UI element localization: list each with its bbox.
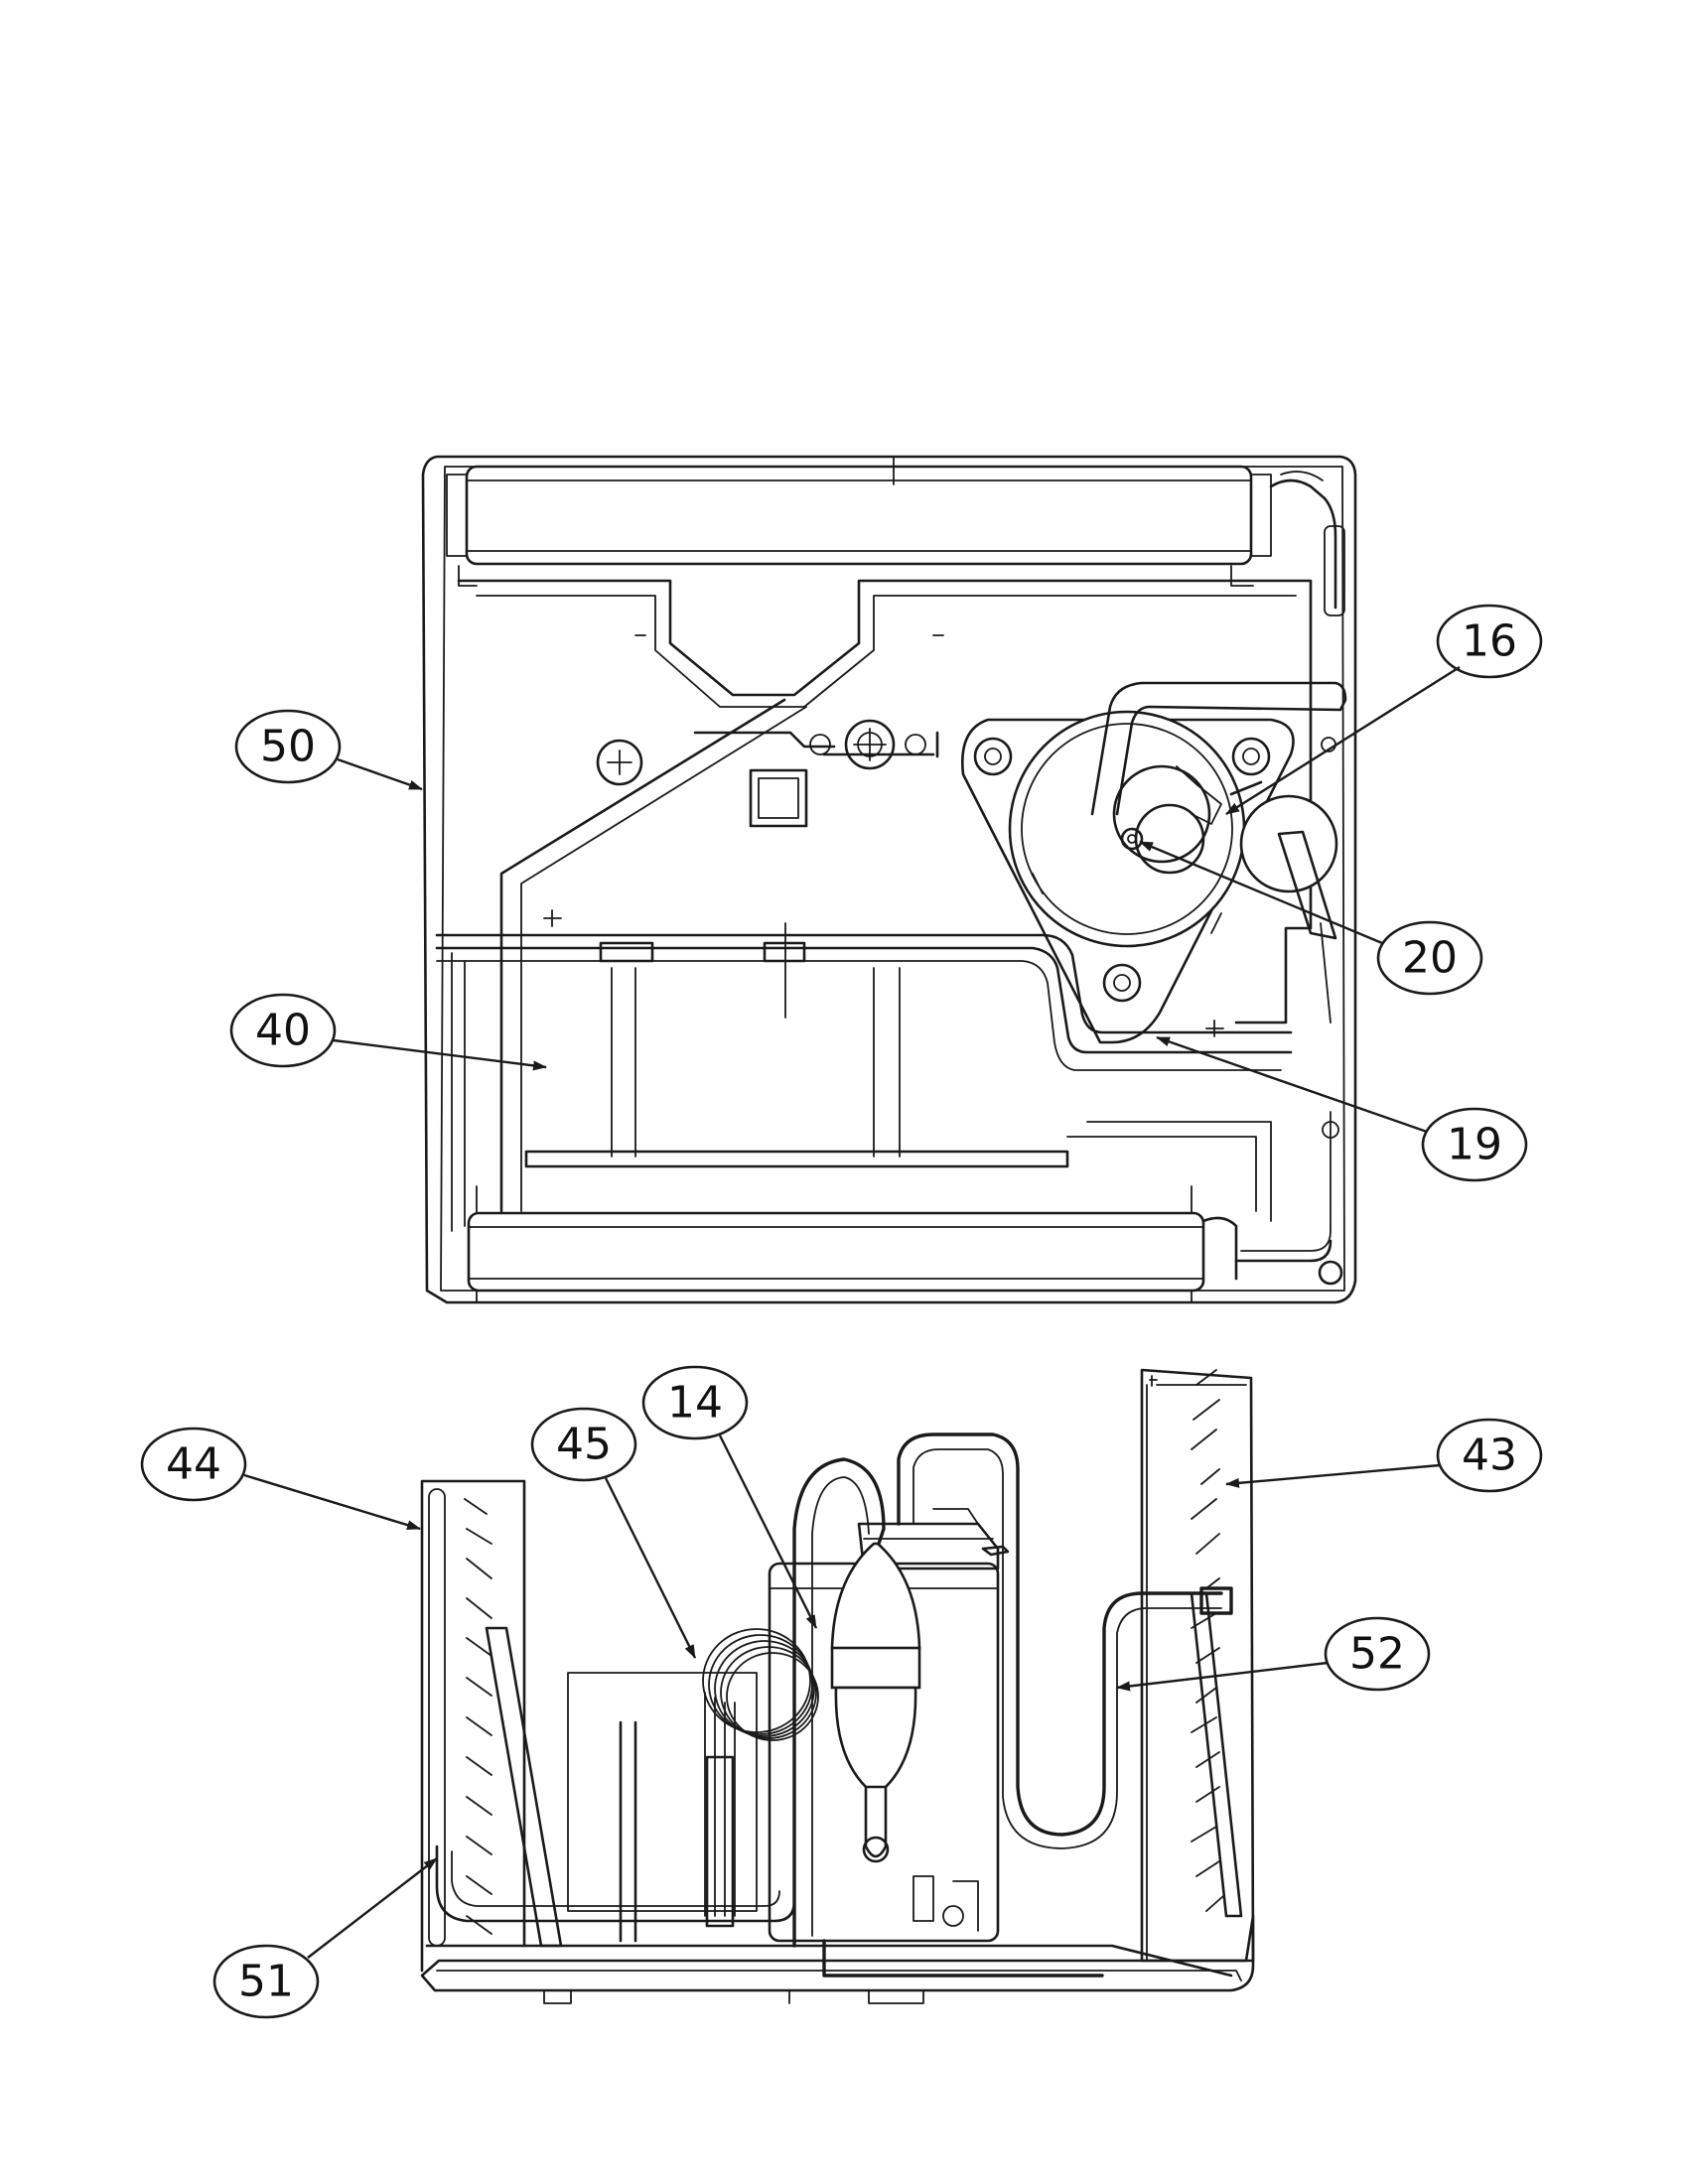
callout-40: 40 — [229, 993, 547, 1071]
callout-50: 50 — [234, 709, 423, 791]
callout-40-label: 40 — [255, 1006, 311, 1056]
left-side-coil — [420, 1479, 563, 1973]
diagonal-tube — [499, 698, 786, 1213]
top-view-assembly — [421, 455, 1357, 1304]
callout-16: 16 — [1225, 604, 1543, 816]
top-coil-tube — [446, 456, 1345, 616]
callout-45: 45 — [530, 1407, 697, 1659]
callout-52-label: 52 — [1349, 1629, 1405, 1680]
base-pan-outline — [421, 455, 1357, 1304]
callout-43: 43 — [1225, 1418, 1543, 1493]
callout-19-label: 19 — [1447, 1120, 1502, 1170]
accumulator — [830, 1542, 921, 1863]
compressor-assembly — [961, 681, 1347, 1044]
callout-51-label: 51 — [238, 1957, 294, 2007]
inner-platform — [457, 579, 1313, 1024]
callout-52: 52 — [1116, 1616, 1431, 1692]
callout-50-label: 50 — [260, 722, 316, 772]
callout-14-label: 14 — [667, 1378, 723, 1429]
callout-44-label: 44 — [166, 1439, 221, 1490]
callout-14: 14 — [641, 1365, 818, 1629]
capillary-tube-coil — [567, 1628, 819, 1943]
center-drain-bracket — [596, 719, 939, 828]
bottom-view-assembly — [420, 1368, 1255, 2004]
discharge-u-tube — [792, 1457, 886, 1948]
callout-20-label: 20 — [1402, 933, 1458, 984]
callout-43-label: 43 — [1462, 1431, 1517, 1481]
callout-16-label: 16 — [1462, 616, 1517, 667]
callout-45-label: 45 — [556, 1420, 612, 1470]
middle-divider — [435, 922, 1332, 1252]
callout-51: 51 — [212, 1857, 438, 2019]
callout-19: 19 — [1156, 1035, 1528, 1182]
chassis-base — [420, 1914, 1255, 1992]
callout-20: 20 — [1139, 840, 1483, 996]
right-side-coil — [1140, 1368, 1255, 1963]
callout-44: 44 — [140, 1427, 421, 1531]
bottom-coil-tube — [467, 737, 1343, 1303]
